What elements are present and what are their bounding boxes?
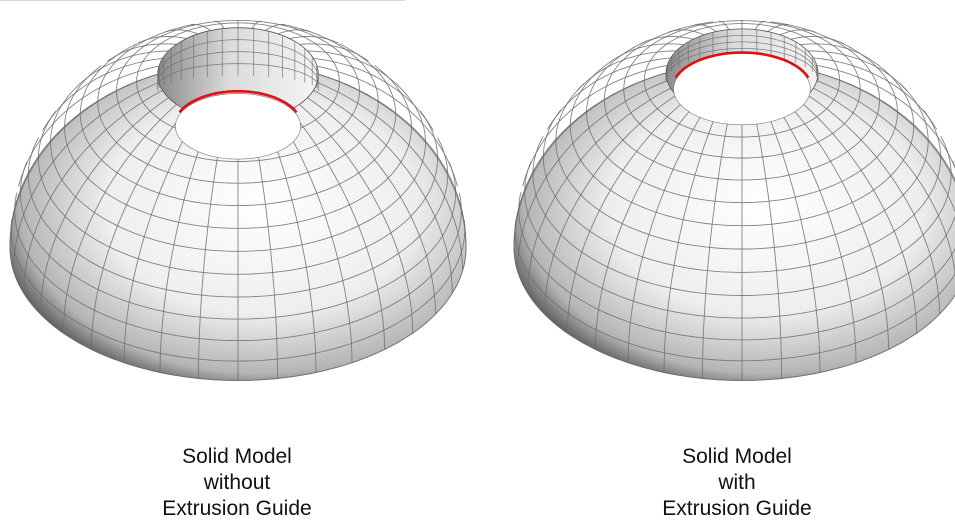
mesh-meridian-line (317, 65, 458, 187)
dome-model-without-guide (9, 19, 467, 381)
mesh-meridian-line (513, 72, 667, 249)
mesh-meridian-line (214, 20, 225, 29)
inner-wall-ring (665, 41, 819, 78)
mesh-meridian-line (800, 43, 875, 64)
mesh-meridian-line (566, 101, 685, 334)
mesh-meridian-line (767, 114, 821, 373)
caption-line: without (203, 471, 271, 494)
mesh-latitude-line (603, 21, 881, 181)
mesh-meridian-line (9, 73, 158, 249)
mesh-meridian-line (289, 36, 339, 44)
mesh-latitude-line (514, 219, 955, 362)
mesh-meridian-line (62, 103, 177, 334)
mesh-meridian-line (265, 118, 317, 373)
inner-bottom-opening (673, 52, 811, 126)
mesh-meridian-line (23, 89, 163, 294)
mesh-meridian-line (639, 36, 694, 45)
mesh-meridian-line (40, 97, 169, 315)
mesh-meridian-line (816, 80, 955, 213)
mesh-meridian-line (107, 43, 177, 62)
mesh-meridian-line (779, 111, 857, 363)
inner-wall-ring (157, 39, 319, 79)
mesh-meridian-line (799, 101, 918, 334)
mesh-meridian-line (754, 116, 783, 379)
caption-line: Solid Model (182, 445, 292, 468)
mesh-meridian-line (527, 87, 671, 294)
mesh-meridian-line (307, 97, 436, 315)
caption-line: with (718, 471, 756, 494)
mesh-meridian-line (576, 50, 677, 91)
mesh-meridian-line (42, 57, 163, 131)
mesh-meridian-line (627, 111, 705, 363)
mesh-latitude-line (555, 83, 929, 250)
inner-wall-ring (665, 35, 819, 76)
mesh-meridian-line (265, 24, 287, 31)
mesh-meridian-line (807, 50, 908, 91)
caption-without-extrusion-guide: Solid Model without Extrusion Guide (107, 444, 367, 522)
mesh-meridian-line (289, 109, 386, 350)
mesh-meridian-line (123, 114, 199, 363)
top-border-line (0, 0, 405, 1)
mesh-meridian-line (816, 64, 955, 169)
mesh-meridian-line (790, 36, 845, 45)
mesh-meridian-line (313, 57, 434, 131)
mesh-meridian-line (278, 29, 311, 35)
mesh-meridian-line (667, 29, 705, 36)
mesh-meridian-line (18, 65, 159, 187)
inner-wall-ring (665, 48, 819, 80)
mesh-meridian-line (522, 64, 668, 187)
mesh-meridian-line (165, 29, 198, 35)
mesh-meridian-line (807, 94, 940, 315)
mesh-meridian-line (790, 106, 890, 350)
mesh-meridian-line (90, 109, 187, 350)
mesh-meridian-line (75, 50, 169, 89)
mesh-meridian-line (754, 20, 765, 30)
mesh-latitude-line (532, 136, 952, 296)
mesh-latitude-line (27, 137, 449, 298)
mesh-meridian-line (251, 120, 279, 379)
caption-line: Extrusion Guide (162, 497, 312, 520)
mesh-meridian-line (517, 80, 668, 272)
mesh-meridian-line (817, 72, 955, 183)
mesh-meridian-line (694, 24, 717, 32)
caption-line: Solid Model (682, 445, 792, 468)
mesh-meridian-line (316, 81, 463, 272)
mesh-meridian-line (813, 87, 955, 278)
mesh-meridian-line (546, 57, 671, 130)
caption-line: Extrusion Guide (662, 497, 812, 520)
mesh-meridian-line (779, 29, 817, 36)
mesh-meridian-line (318, 73, 467, 249)
dome-model-with-guide (513, 20, 955, 381)
mesh-meridian-line (307, 50, 401, 89)
inner-bottom-opening (175, 93, 301, 160)
mesh-latitude-line (14, 192, 462, 342)
mesh-meridian-line (663, 114, 717, 373)
mesh-meridian-line (137, 36, 187, 44)
caption-with-extrusion-guide: Solid Model with Extrusion Guide (607, 444, 867, 522)
mesh-latitude-line (518, 192, 955, 341)
mesh-meridian-line (299, 43, 369, 62)
mesh-latitude-line (586, 40, 898, 204)
mesh-latitude-line (50, 87, 426, 252)
guide-curve-red (178, 89, 298, 113)
mesh-meridian-line (159, 118, 211, 373)
inner-wall-ring (157, 63, 319, 87)
mesh-meridian-line (594, 106, 694, 350)
mesh-meridian-line (813, 57, 938, 130)
guide-curve-red (675, 51, 809, 78)
mesh-meridian-line (609, 43, 684, 64)
mesh-meridian-line (251, 20, 262, 29)
mesh-meridian-line (13, 81, 160, 272)
mesh-meridian-line (277, 114, 353, 363)
mesh-meridian-line (767, 24, 790, 32)
mesh-meridian-line (299, 103, 414, 334)
mesh-meridian-line (197, 120, 225, 379)
inner-wall-ring (157, 51, 319, 83)
mesh-meridian-line (544, 94, 677, 315)
mesh-meridian-line (189, 24, 211, 31)
mesh-meridian-line (313, 89, 453, 294)
mesh-meridian-line (701, 116, 730, 379)
mesh-meridian-line (719, 20, 730, 30)
